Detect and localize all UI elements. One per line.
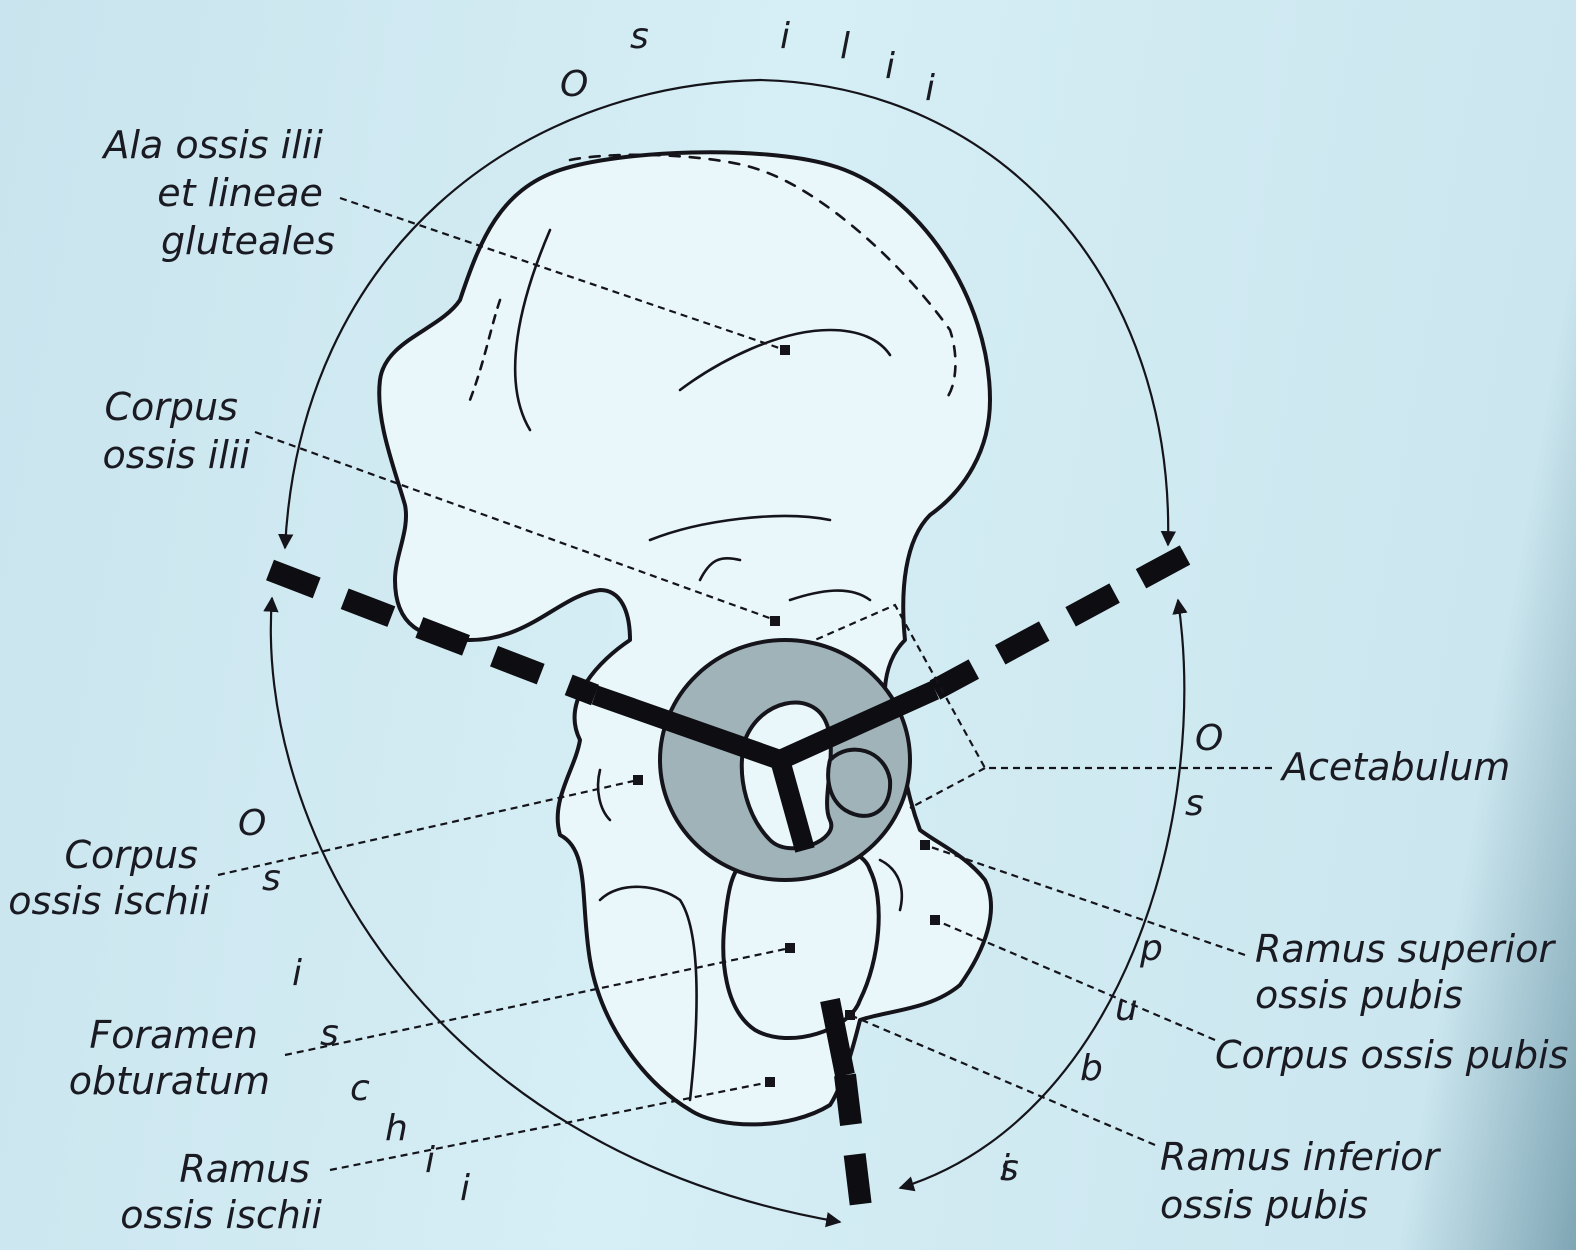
label-acetabulum: Acetabulum xyxy=(1279,745,1510,789)
label-corpus-ossis-ilii: Corpus ossis ilii xyxy=(102,385,250,477)
ilium-text-letter: O xyxy=(560,64,588,105)
label-ramus-inferior-ossis-pubis: Ramus inferior ossis pubis xyxy=(1160,1135,1451,1227)
pubis-text-letter: s xyxy=(1185,783,1204,824)
hip-bone-outline xyxy=(379,152,991,1124)
pubis-text-letter: O xyxy=(1195,718,1223,759)
pubis-text-letter: p xyxy=(1139,928,1163,969)
label-ala-ossis-ilii: Ala ossis ilii et lineae gluteales xyxy=(100,123,335,263)
label-ramus-ossis-ischii: Ramus ossis ischii xyxy=(120,1147,322,1237)
ischium-text-letter: c xyxy=(350,1068,370,1109)
ischium-text-letter: i xyxy=(460,1168,470,1209)
ilium-text-letter: l xyxy=(840,26,850,67)
ischium-text-letter: s xyxy=(262,858,281,899)
ilium-text-letter: i xyxy=(885,46,895,87)
ischium-text-letter: s xyxy=(320,1013,339,1054)
ischium-text-letter: i xyxy=(292,953,302,994)
pubis-text-letter: s xyxy=(1000,1148,1019,1189)
label-ramus-superior-ossis-pubis: Ramus superior ossis pubis xyxy=(1255,927,1566,1017)
pubis-text-letter: b xyxy=(1080,1048,1103,1089)
label-corpus-ossis-pubis: Corpus ossis pubis xyxy=(1215,1033,1568,1077)
label-foramen-obturatum: Foramen obturatum xyxy=(69,1013,270,1103)
ilium-text-letter: s xyxy=(630,16,649,57)
pubis-text-letter: u xyxy=(1115,988,1138,1029)
ischium-text-letter: O xyxy=(238,803,266,844)
ischium-text-letter: h xyxy=(385,1108,408,1149)
ilium-text-letter: i xyxy=(780,16,790,57)
ilium-text-letter: i xyxy=(925,68,935,109)
ischium-text-letter: i xyxy=(425,1140,435,1181)
label-corpus-ossis-ischii: Corpus ossis ischii xyxy=(8,833,210,923)
